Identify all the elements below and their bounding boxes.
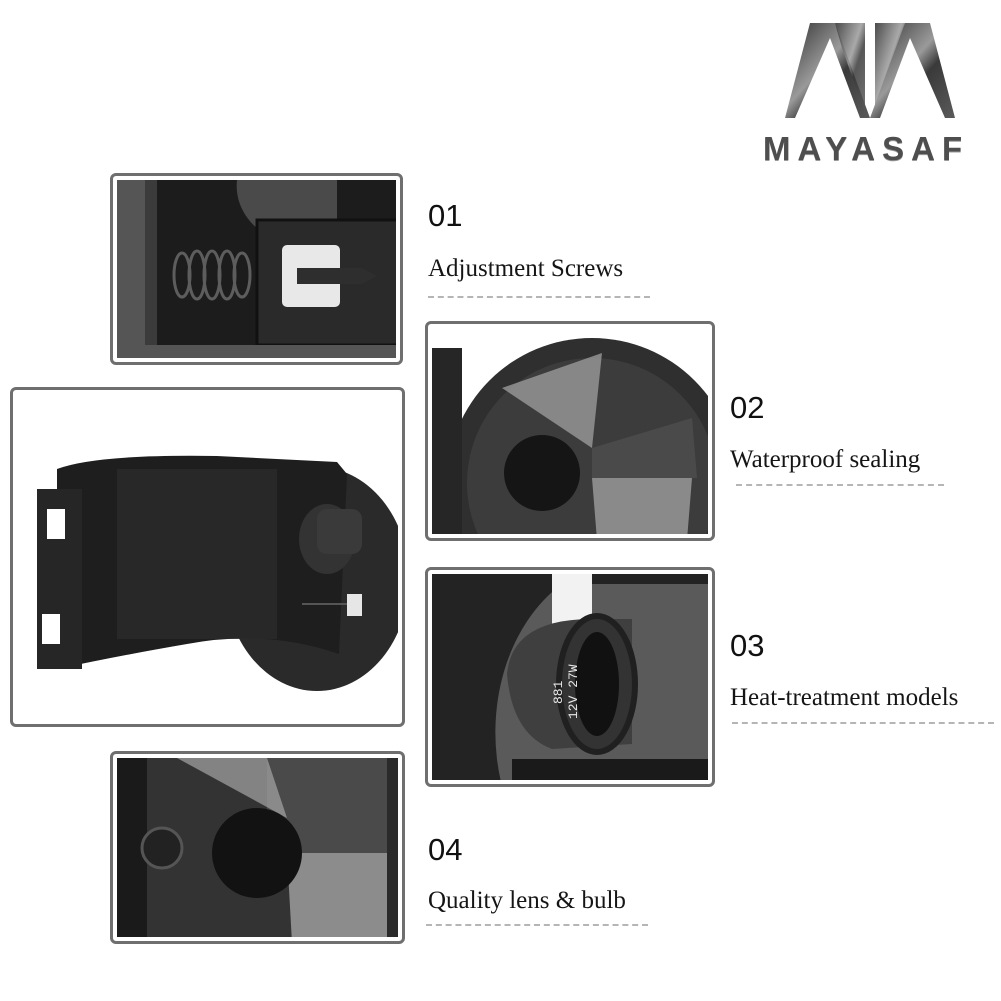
photo-frame-quality-lens [110,751,405,944]
lens-front-photo [432,328,708,534]
divider [426,924,648,926]
mm-monogram-icon [785,23,955,118]
bulb-socket-photo: 881 12V 27W [432,574,708,780]
feature-label: Quality lens & bulb [428,887,626,914]
photo-frame-waterproof-sealing [425,321,715,541]
feature-number: 03 [730,628,765,663]
feature-label: Adjustment Screws [428,255,624,282]
divider [428,296,650,298]
feature-number: 02 [730,390,765,425]
bulb-marking-881: 881 [551,680,566,704]
housing-rear-photo [17,394,398,720]
feature-label: Heat-treatment models [730,684,959,711]
bulb-marking-rating: 12V 27W [566,664,581,719]
feature-label: Waterproof sealing [730,446,921,473]
photo-frame-heat-treatment: 881 12V 27W [425,567,715,787]
lens-reflector-photo [117,758,398,937]
divider [736,484,944,486]
adjustment-screw-photo [117,180,396,358]
photo-frame-main [10,387,405,727]
photo-frame-adjustment-screws [110,173,403,365]
brand-logo: MAYASAF [755,18,985,168]
feature-number: 01 [428,198,463,233]
divider [732,722,994,724]
feature-number: 04 [428,832,463,867]
brand-name: MAYASAF [763,130,970,167]
